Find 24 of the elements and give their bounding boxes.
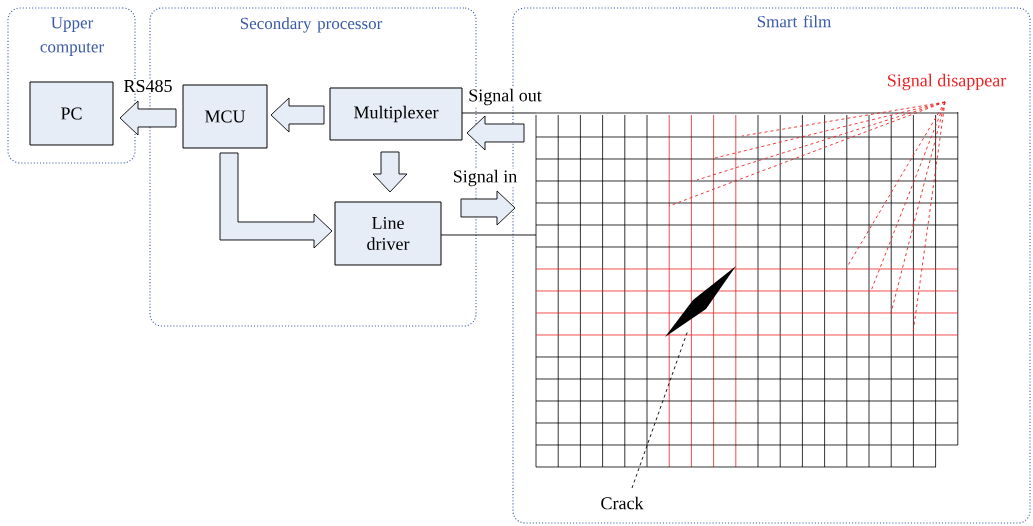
- block-arrow: [460, 190, 516, 226]
- leader-line: [870, 101, 946, 292]
- connector-line: [461, 112, 537, 114]
- connector-line: [440, 234, 537, 236]
- edge-label: Signal out: [467, 87, 543, 107]
- block-arrow: [372, 151, 408, 193]
- block-arrow: [119, 100, 177, 136]
- process-box: Multiplexer: [329, 87, 463, 141]
- crack-drawing: [665, 266, 736, 337]
- text-label: Crack: [601, 496, 644, 510]
- process-box: Line driver: [334, 201, 442, 266]
- block-arrow: [466, 115, 525, 151]
- block-arrow: [270, 97, 325, 133]
- edge-label: Signal in: [451, 168, 519, 188]
- leader-line: [668, 101, 946, 207]
- group-title: Upper computer: [40, 17, 104, 56]
- process-box: PC: [29, 81, 114, 146]
- group-title: Smart film: [757, 15, 832, 28]
- edge-label: RS485: [122, 78, 174, 94]
- block-arrow: [219, 152, 333, 249]
- group-title: Secondary processor: [240, 17, 383, 33]
- text-label: Signal disappear: [888, 73, 1007, 91]
- process-box: MCU: [182, 84, 268, 149]
- grid-drawing: [535, 111, 959, 468]
